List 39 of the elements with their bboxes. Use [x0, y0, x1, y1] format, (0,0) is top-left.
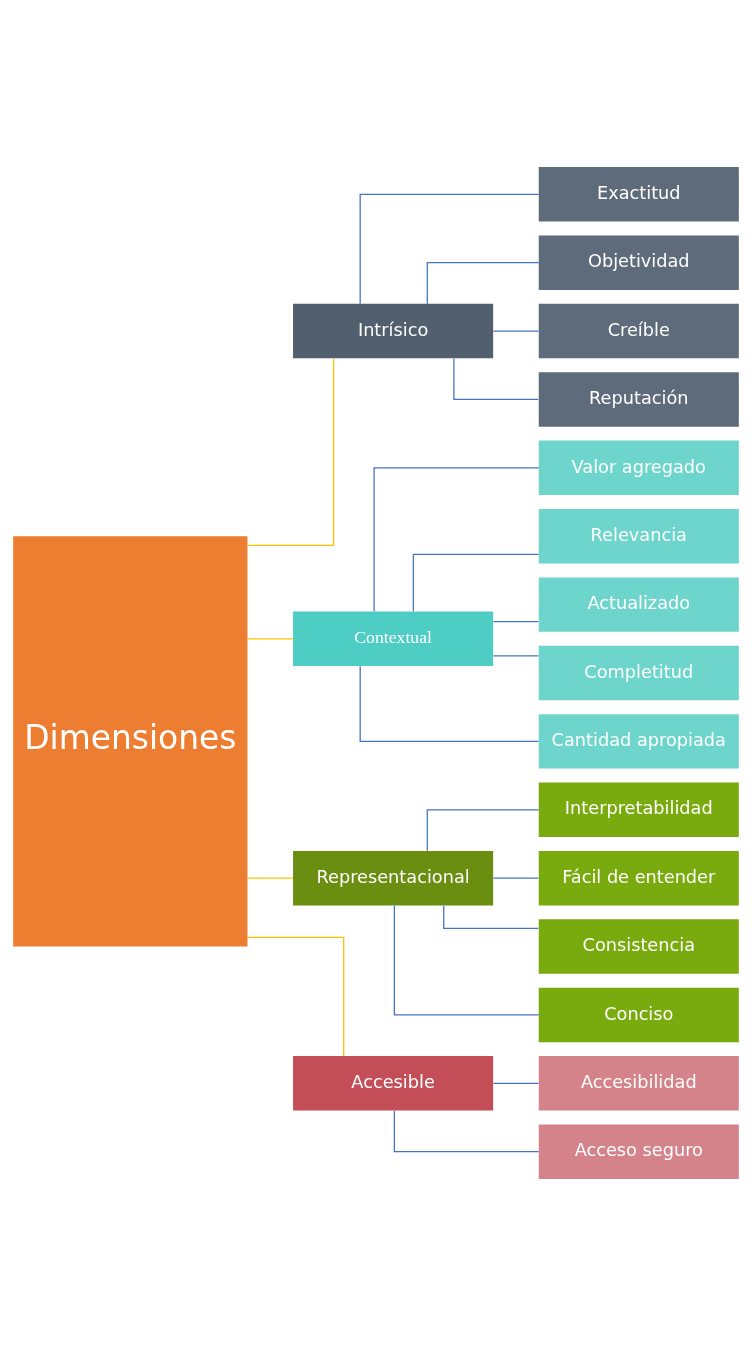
- node-box: Representacional: [293, 850, 494, 905]
- node-box: Relevancia: [538, 508, 739, 563]
- connector: [393, 904, 540, 1016]
- node-box: Dimensiones: [13, 535, 248, 947]
- connector: [492, 654, 540, 657]
- connector: [247, 936, 345, 1057]
- connector: [492, 1082, 540, 1084]
- connector: [359, 665, 540, 742]
- node-box: Intrísico: [293, 303, 494, 358]
- node-box: Consistencia: [538, 918, 739, 974]
- node-box: Exactitud: [538, 166, 739, 221]
- connector: [246, 877, 294, 879]
- connector: [373, 466, 540, 612]
- connector: [492, 329, 540, 332]
- node-box: Creíble: [538, 303, 739, 358]
- node-box: Cantidad apropiada: [538, 713, 739, 769]
- connector: [492, 877, 540, 879]
- node-box: Completitud: [538, 645, 739, 700]
- node-box: Objetividad: [538, 234, 739, 290]
- node-box: Fácil de entender: [538, 850, 739, 905]
- connector: [453, 357, 539, 400]
- node-box: Accesible: [293, 1055, 494, 1111]
- connector: [426, 808, 540, 851]
- node-box: Reputación: [538, 371, 739, 427]
- connector: [412, 553, 540, 612]
- node-box: Conciso: [538, 987, 739, 1042]
- connector: [426, 261, 540, 304]
- node-box: Valor agregado: [538, 440, 739, 495]
- node-box: Accesibilidad: [538, 1055, 739, 1111]
- connector: [246, 637, 294, 639]
- node-box: Actualizado: [538, 576, 739, 632]
- connector: [393, 1109, 540, 1152]
- node-box: Contextual: [293, 611, 494, 666]
- node-box: Interpretabilidad: [538, 782, 739, 837]
- node-box: Acceso seguro: [538, 1124, 739, 1179]
- connector: [492, 620, 540, 622]
- connector: [359, 193, 540, 304]
- connector: [247, 357, 335, 546]
- connector: [443, 904, 540, 929]
